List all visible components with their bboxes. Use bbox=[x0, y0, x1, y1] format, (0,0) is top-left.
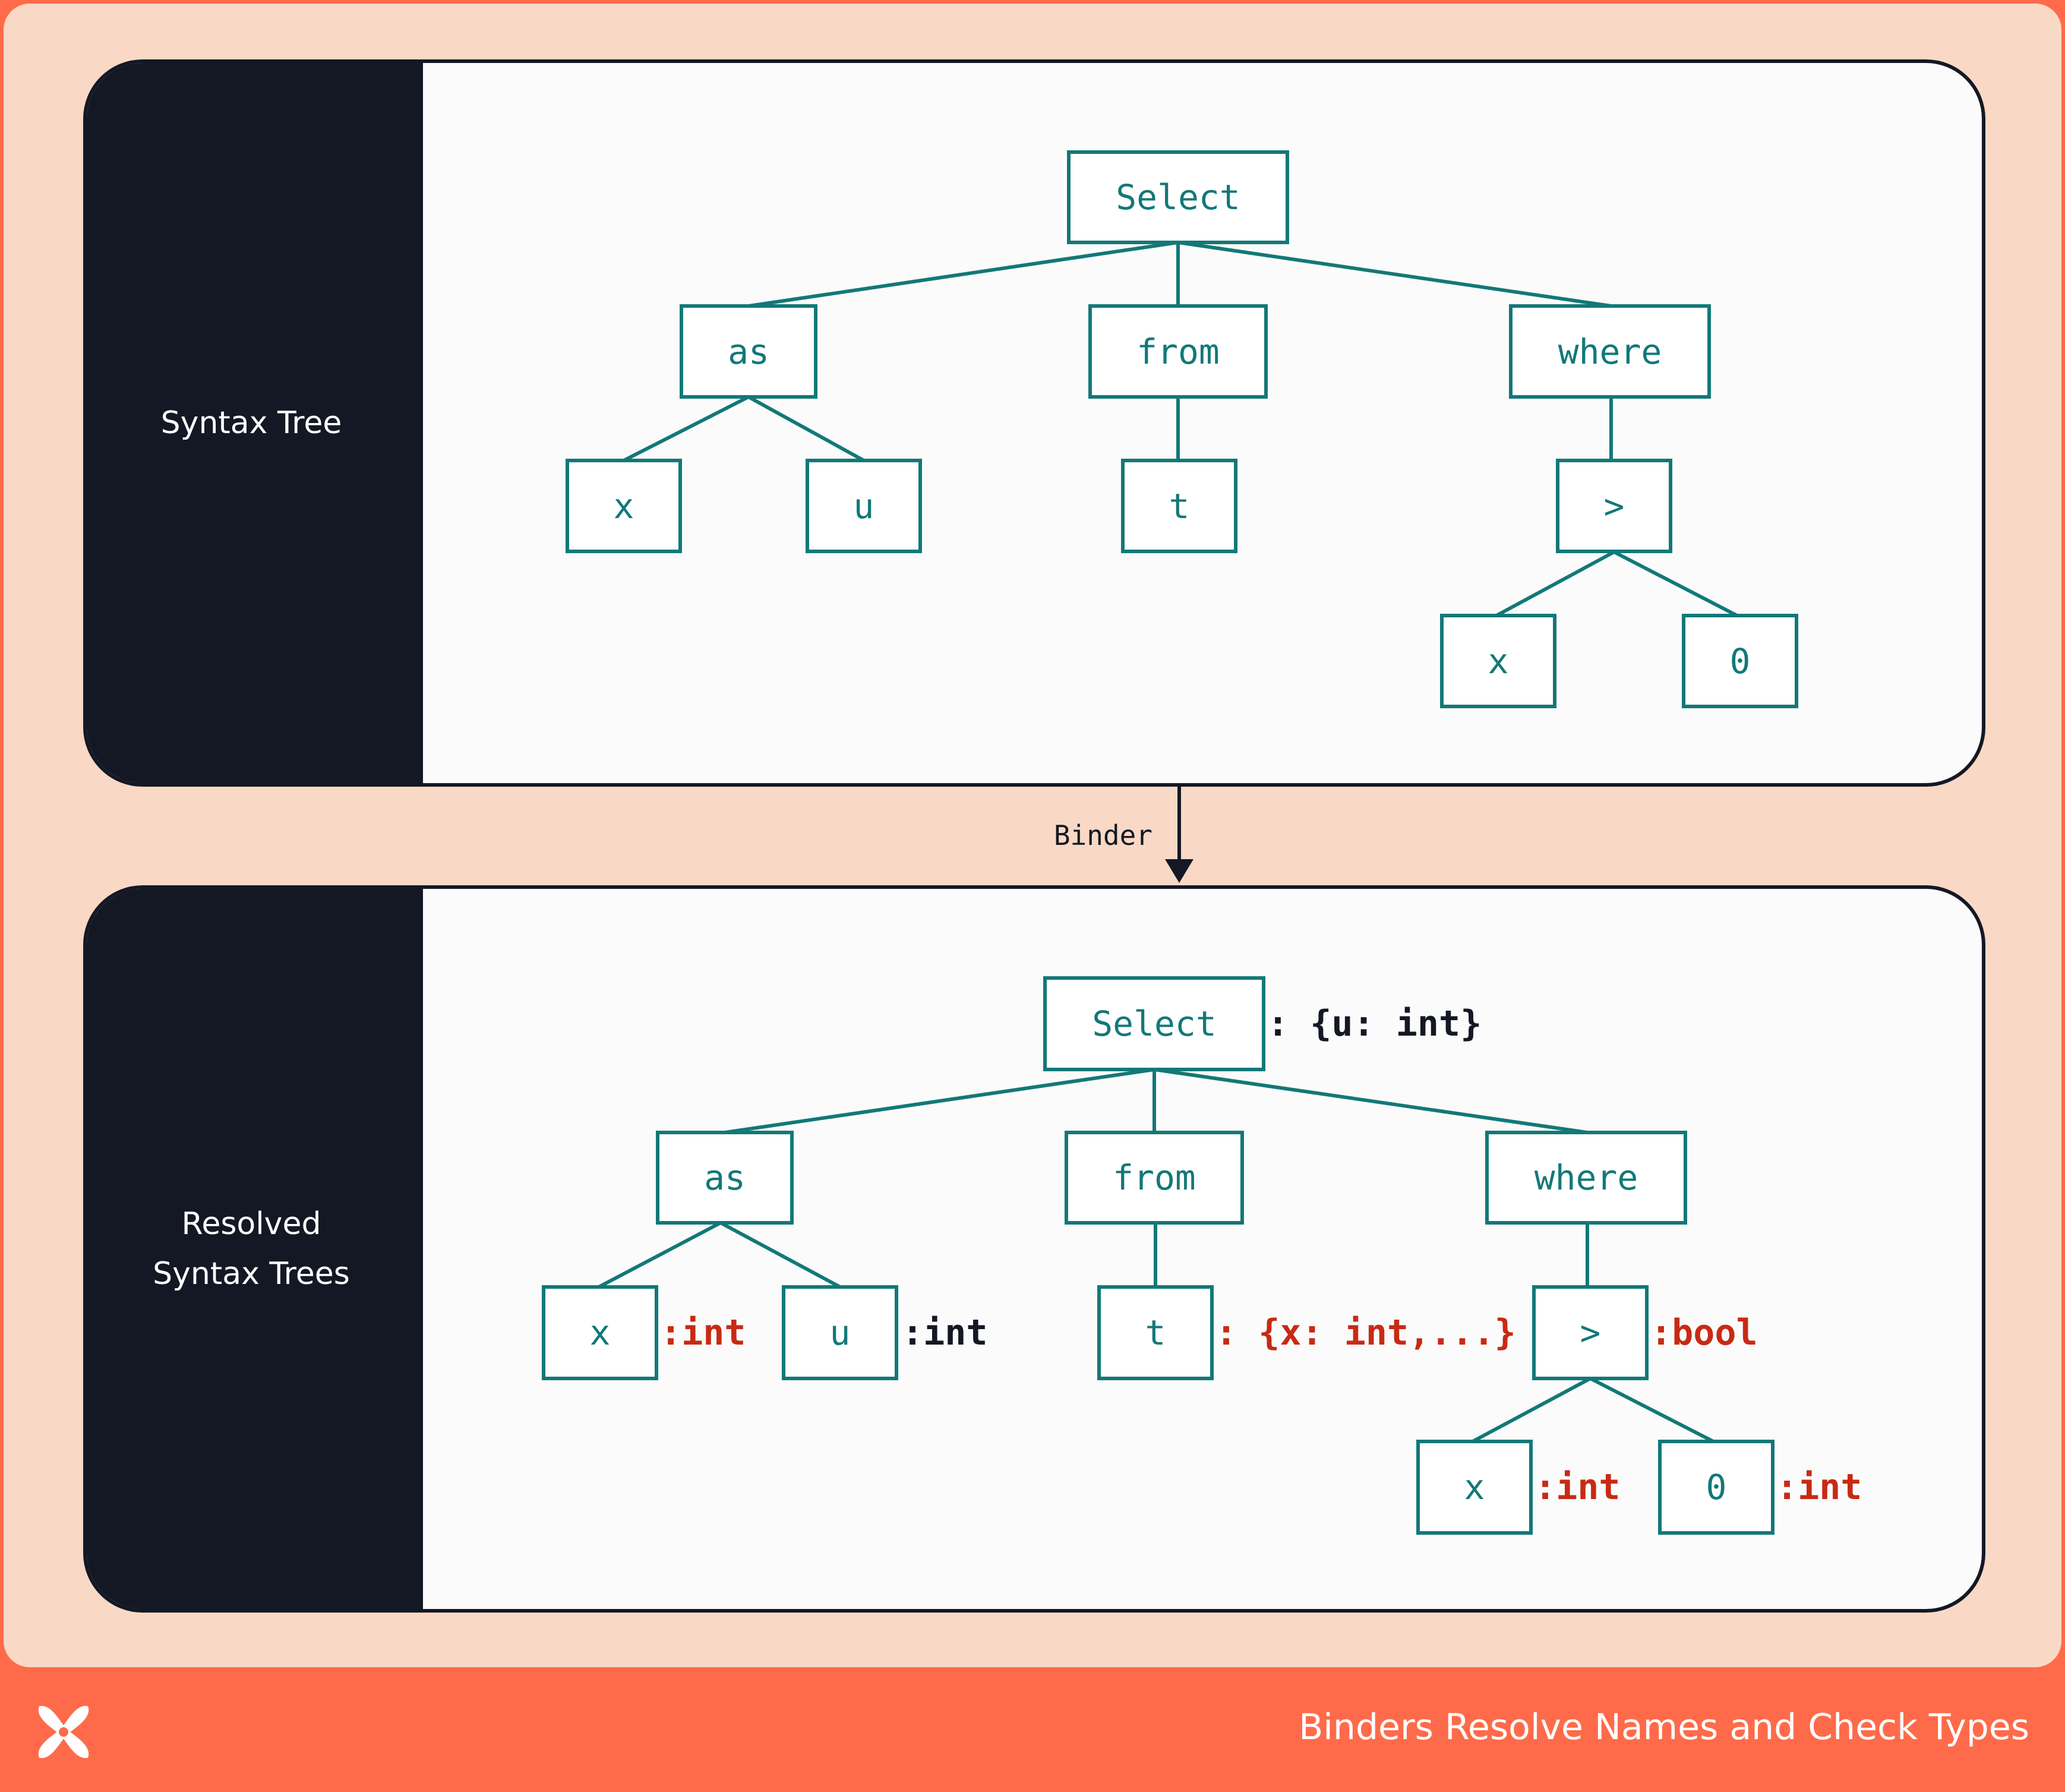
top-node-t: t bbox=[1121, 459, 1237, 553]
edge-b-as-u bbox=[719, 1221, 841, 1289]
bottom-node-as: as bbox=[656, 1131, 794, 1225]
edge-b-select-where bbox=[1154, 1068, 1588, 1134]
annotation-t-type: : {x: int,...} bbox=[1215, 1312, 1516, 1354]
top-node-x2-text: x bbox=[1488, 641, 1509, 682]
resolved-syntax-trees-label: Resolved Syntax Trees bbox=[153, 1206, 350, 1292]
bottom-node-zero-text: 0 bbox=[1706, 1467, 1727, 1507]
bottom-node-select: Select bbox=[1043, 976, 1265, 1071]
top-node-u-text: u bbox=[854, 486, 874, 526]
annotation-zero-type: :int bbox=[1776, 1466, 1862, 1508]
edge-gt-zero bbox=[1613, 550, 1738, 617]
resolved-syntax-trees-panel bbox=[83, 885, 1985, 1613]
top-node-select-text: Select bbox=[1116, 177, 1240, 217]
top-tree-edges bbox=[623, 241, 1738, 617]
bottom-node-where: where bbox=[1485, 1131, 1687, 1225]
bottom-node-as-text: as bbox=[704, 1157, 746, 1198]
top-node-where: where bbox=[1509, 304, 1711, 399]
top-node-gt: > bbox=[1556, 459, 1672, 553]
bottom-node-u-text: u bbox=[830, 1313, 851, 1353]
top-node-gt-text: > bbox=[1604, 486, 1625, 526]
bottom-node-x2: x bbox=[1416, 1440, 1533, 1535]
binder-label: Binder bbox=[1054, 819, 1153, 851]
top-node-from-text: from bbox=[1136, 332, 1220, 372]
top-node-zero: 0 bbox=[1682, 614, 1798, 708]
bottom-node-t-text: t bbox=[1145, 1313, 1166, 1353]
bottom-node-from: from bbox=[1065, 1131, 1244, 1225]
bottom-node-x: x bbox=[542, 1285, 658, 1380]
x-logo-icon bbox=[38, 1706, 89, 1758]
bottom-node-t: t bbox=[1097, 1285, 1214, 1380]
annotation-u-type: :int bbox=[902, 1312, 988, 1354]
annotation-x2-type: :int bbox=[1534, 1466, 1621, 1508]
edge-as-u bbox=[747, 395, 865, 462]
top-node-as-text: as bbox=[728, 332, 769, 372]
edge-gt-x bbox=[1495, 550, 1615, 617]
bottom-node-x2-text: x bbox=[1464, 1467, 1485, 1507]
top-node-u: u bbox=[806, 459, 922, 553]
syntax-tree-label: Syntax Tree bbox=[160, 405, 342, 441]
edge-select-where bbox=[1177, 241, 1612, 308]
bottom-node-gt-text: > bbox=[1580, 1313, 1601, 1353]
top-node-select: Select bbox=[1067, 150, 1289, 244]
bottom-node-where-text: where bbox=[1534, 1157, 1638, 1198]
edge-b-as-x bbox=[598, 1221, 722, 1289]
top-node-x2: x bbox=[1440, 614, 1556, 708]
resolved-syntax-trees-sidebar bbox=[87, 889, 423, 1609]
bottom-tree-edges bbox=[598, 1068, 1714, 1443]
top-node-from: from bbox=[1088, 304, 1268, 399]
edge-b-gt-x bbox=[1472, 1377, 1592, 1443]
annotation-x-type: :int bbox=[660, 1312, 746, 1354]
top-node-as: as bbox=[680, 304, 817, 399]
annotation-gt-type: :bool bbox=[1650, 1312, 1758, 1354]
binder-arrow-head bbox=[1165, 859, 1193, 883]
top-node-zero-text: 0 bbox=[1730, 641, 1751, 682]
bottom-node-x-text: x bbox=[590, 1313, 611, 1353]
edge-as-x bbox=[623, 395, 750, 462]
edge-b-gt-zero bbox=[1589, 1377, 1714, 1443]
top-node-where-text: where bbox=[1558, 332, 1662, 372]
binder-arrow: Binder bbox=[1054, 787, 1193, 883]
footer-title: Binders Resolve Names and Check Types bbox=[1299, 1706, 2029, 1748]
bottom-node-zero: 0 bbox=[1658, 1440, 1774, 1535]
edge-select-as bbox=[748, 241, 1179, 308]
bottom-node-from-text: from bbox=[1113, 1157, 1196, 1198]
bottom-node-u: u bbox=[782, 1285, 898, 1380]
annotation-select-type: : {u: int} bbox=[1267, 1003, 1482, 1045]
top-node-x-text: x bbox=[614, 486, 634, 526]
syntax-tree-panel bbox=[83, 59, 1985, 787]
bottom-node-select-text: Select bbox=[1092, 1004, 1217, 1044]
top-node-x: x bbox=[566, 459, 682, 553]
top-node-t-text: t bbox=[1169, 486, 1190, 526]
bottom-node-gt: > bbox=[1532, 1285, 1649, 1380]
syntax-tree-sidebar bbox=[87, 63, 423, 783]
edge-b-select-as bbox=[724, 1068, 1155, 1134]
